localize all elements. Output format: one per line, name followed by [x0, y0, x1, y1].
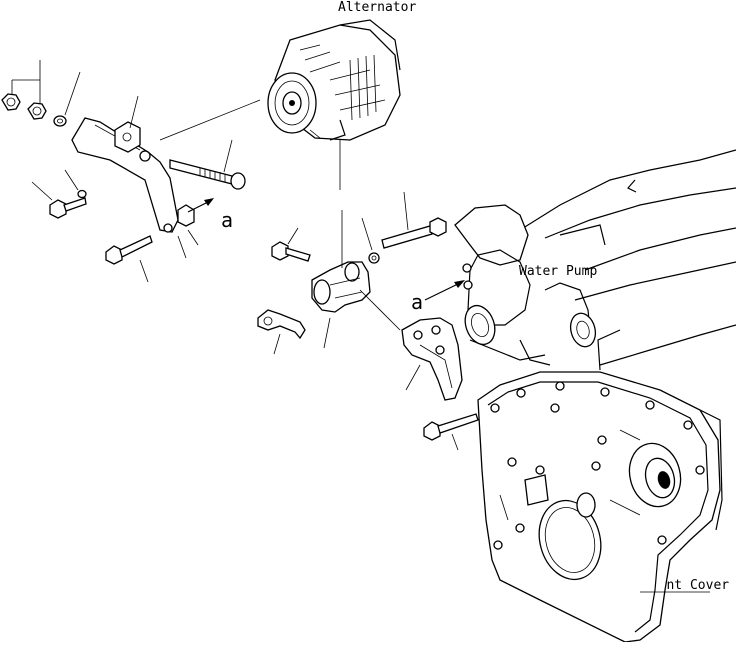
mounting-bracket [311, 261, 371, 313]
bolt-upper-right [381, 217, 447, 249]
view-ref-a-lower: a [411, 290, 423, 314]
washer-2 [77, 189, 87, 199]
washer-center [368, 252, 380, 264]
washer-1 [53, 115, 67, 127]
front-cover [477, 371, 723, 643]
arrow-a-upper [187, 198, 214, 213]
engine-block [469, 149, 736, 371]
bolt-center [271, 241, 311, 262]
bracket-small [114, 121, 141, 153]
clip-bracket [257, 309, 306, 340]
label-alternator: Alternator [338, 0, 416, 15]
small-bolt-left [49, 197, 87, 219]
leader-lines-center [273, 140, 459, 451]
collar [177, 204, 195, 227]
support-bracket [401, 317, 463, 401]
nut-1 [1, 93, 21, 111]
alternator [267, 19, 401, 141]
bolt-lower-left [105, 235, 153, 265]
long-bolt [169, 159, 246, 190]
water-pump [454, 204, 597, 366]
view-ref-a-upper: a [221, 208, 233, 232]
arrow-a-lower [424, 280, 465, 301]
nut-2 [27, 102, 47, 120]
bolt-lower-right [423, 413, 479, 441]
label-water-pump: Water Pump [519, 264, 597, 279]
leader-lines-left [11, 60, 261, 283]
